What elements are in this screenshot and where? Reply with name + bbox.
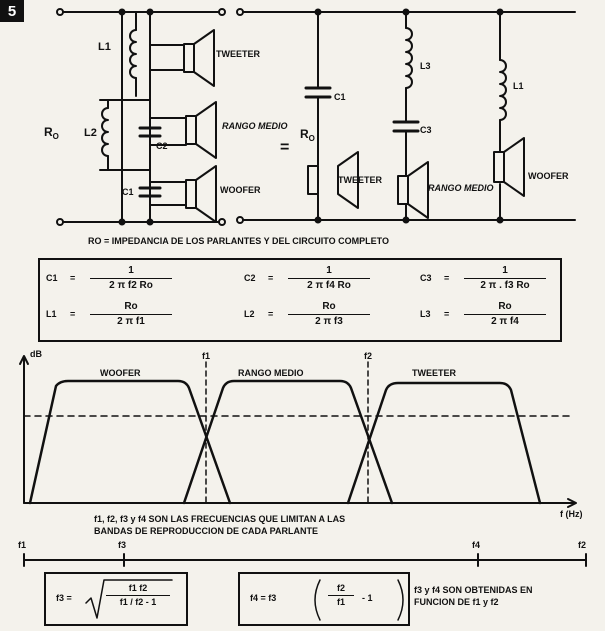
f4-formula-den: f1 xyxy=(336,597,345,607)
right-circuit xyxy=(236,8,576,224)
formula-5-numerator: Ro xyxy=(322,301,336,312)
f4-formula-fraction: f2 f1 xyxy=(328,584,354,607)
f2-marker-label: f2 xyxy=(364,351,373,361)
formula-3-name: C3 xyxy=(420,273,432,283)
ro-caption: RO = IMPEDANCIA DE LOS PARLANTES Y DEL C… xyxy=(88,236,389,246)
f4-formula-box xyxy=(238,572,410,626)
right-woofer-speaker xyxy=(493,137,525,197)
formula-2-numerator: 1 xyxy=(326,265,332,276)
formula-2-denominator: 2 π f4 Ro xyxy=(307,280,351,291)
formula-6-denominator: 2 π f4 xyxy=(491,316,519,327)
right-c1-label: C1 xyxy=(334,92,346,102)
left-ro-label: RO xyxy=(44,125,59,141)
note-line-1: f3 y f4 SON OBTENIDAS EN xyxy=(414,585,533,595)
left-midrange-speaker xyxy=(185,101,217,159)
l3-coil xyxy=(405,27,413,89)
formula-4-equals: = xyxy=(70,309,76,319)
l1-coil xyxy=(129,29,137,79)
freq-axis-f4: f4 xyxy=(472,540,481,550)
formula-6-fraction: Ro 2 π f4 xyxy=(464,302,546,327)
left-c1-label: C1 xyxy=(122,187,134,197)
formula-2-equals: = xyxy=(268,273,274,283)
midrange-band-curve xyxy=(182,379,394,505)
formula-1-numerator: 1 xyxy=(128,265,134,276)
right-ro-label: RO xyxy=(300,127,315,143)
tweeter-band-label: TWEETER xyxy=(412,368,456,378)
formula-6-numerator: Ro xyxy=(498,301,512,312)
formula-6-name: L3 xyxy=(420,309,431,319)
formula-box xyxy=(38,258,562,342)
formula-3-denominator: 2 π . f3 Ro xyxy=(480,280,530,291)
midrange-band-label: RANGO MEDIO xyxy=(238,368,304,378)
f3-formula-box xyxy=(44,572,188,626)
left-input-terminal-bottom xyxy=(56,218,64,226)
y-axis-label: dB xyxy=(30,349,42,359)
equals-sign: = xyxy=(280,139,290,156)
freq-axis-f2: f2 xyxy=(578,540,587,550)
left-woofer-label: WOOFER xyxy=(220,185,261,195)
formula-1-equals: = xyxy=(70,273,76,283)
formula-5-name: L2 xyxy=(244,309,255,319)
formula-1-name: C1 xyxy=(46,273,58,283)
left-circuit xyxy=(56,8,226,226)
left-tweeter-speaker xyxy=(183,29,215,87)
formula-6-equals: = xyxy=(444,309,450,319)
formula-5-denominator: 2 π f3 xyxy=(315,316,343,327)
left-midrange-label: RANGO MEDIO xyxy=(222,121,288,131)
formula-3-numerator: 1 xyxy=(502,265,508,276)
left-tweeter-label: TWEETER xyxy=(216,49,260,59)
right-tweeter-speaker xyxy=(307,151,359,209)
right-l1-coil xyxy=(499,59,507,121)
formula-4-denominator: 2 π f1 xyxy=(117,316,145,327)
woofer-band-curve xyxy=(28,379,232,505)
right-c3-label: C3 xyxy=(420,125,432,135)
woofer-band-label: WOOFER xyxy=(100,368,141,378)
formula-1-denominator: 2 π f2 Ro xyxy=(109,280,153,291)
f3-formula-den: f1 / f2 - 1 xyxy=(119,597,157,607)
f4-formula-lhs: f4 = f3 xyxy=(250,593,277,603)
formula-2-name: C2 xyxy=(244,273,256,283)
right-l3-label: L3 xyxy=(420,61,431,71)
right-woofer-label: WOOFER xyxy=(528,171,569,181)
formula-3-fraction: 1 2 π . f3 Ro xyxy=(464,266,546,291)
right-midrange-label: RANGO MEDIO xyxy=(428,183,494,193)
f3-formula-lhs: f3 = xyxy=(56,593,72,603)
freq-axis-f1: f1 xyxy=(18,540,27,550)
formula-4-numerator: Ro xyxy=(124,301,138,312)
figure-number-badge: 5 xyxy=(0,0,24,22)
note-line-2: FUNCION DE f1 y f2 xyxy=(414,597,499,607)
f3-formula-num: f1 f2 xyxy=(128,583,148,593)
caption-line-2: BANDAS DE REPRODUCCION DE CADA PARLANTE xyxy=(94,526,319,536)
f4-formula-tail: - 1 xyxy=(362,593,373,603)
f1-marker-label: f1 xyxy=(202,351,211,361)
tweeter-band-curve xyxy=(346,381,542,505)
left-woofer-speaker xyxy=(185,165,217,223)
right-midrange-speaker xyxy=(397,161,429,219)
formula-1-fraction: 1 2 π f2 Ro xyxy=(90,266,172,291)
formula-5-equals: = xyxy=(268,309,274,319)
f3-formula-fraction: f1 f2 f1 / f2 - 1 xyxy=(106,584,170,607)
x-axis-label: f (Hz) xyxy=(560,509,583,519)
left-l1-label: L1 xyxy=(98,41,111,53)
right-tweeter-label: TWEETER xyxy=(338,175,382,185)
right-l1-label: L1 xyxy=(513,81,524,91)
left-input-terminal-top xyxy=(56,8,64,16)
formula-5-fraction: Ro 2 π f3 xyxy=(288,302,370,327)
formula-4-name: L1 xyxy=(46,309,57,319)
formula-4-fraction: Ro 2 π f1 xyxy=(90,302,172,327)
l2-coil xyxy=(101,107,109,157)
freq-axis-f3: f3 xyxy=(118,540,127,550)
caption-line-1: f1, f2, f3 y f4 SON LAS FRECUENCIAS QUE … xyxy=(94,514,346,524)
formula-3-equals: = xyxy=(444,273,450,283)
sqrt-sign xyxy=(85,579,173,619)
response-plot xyxy=(19,355,587,567)
left-l2-label: L2 xyxy=(84,127,97,139)
f4-formula-num: f2 xyxy=(336,583,345,593)
left-c2-label: C2 xyxy=(156,141,168,151)
formula-2-fraction: 1 2 π f4 Ro xyxy=(288,266,370,291)
